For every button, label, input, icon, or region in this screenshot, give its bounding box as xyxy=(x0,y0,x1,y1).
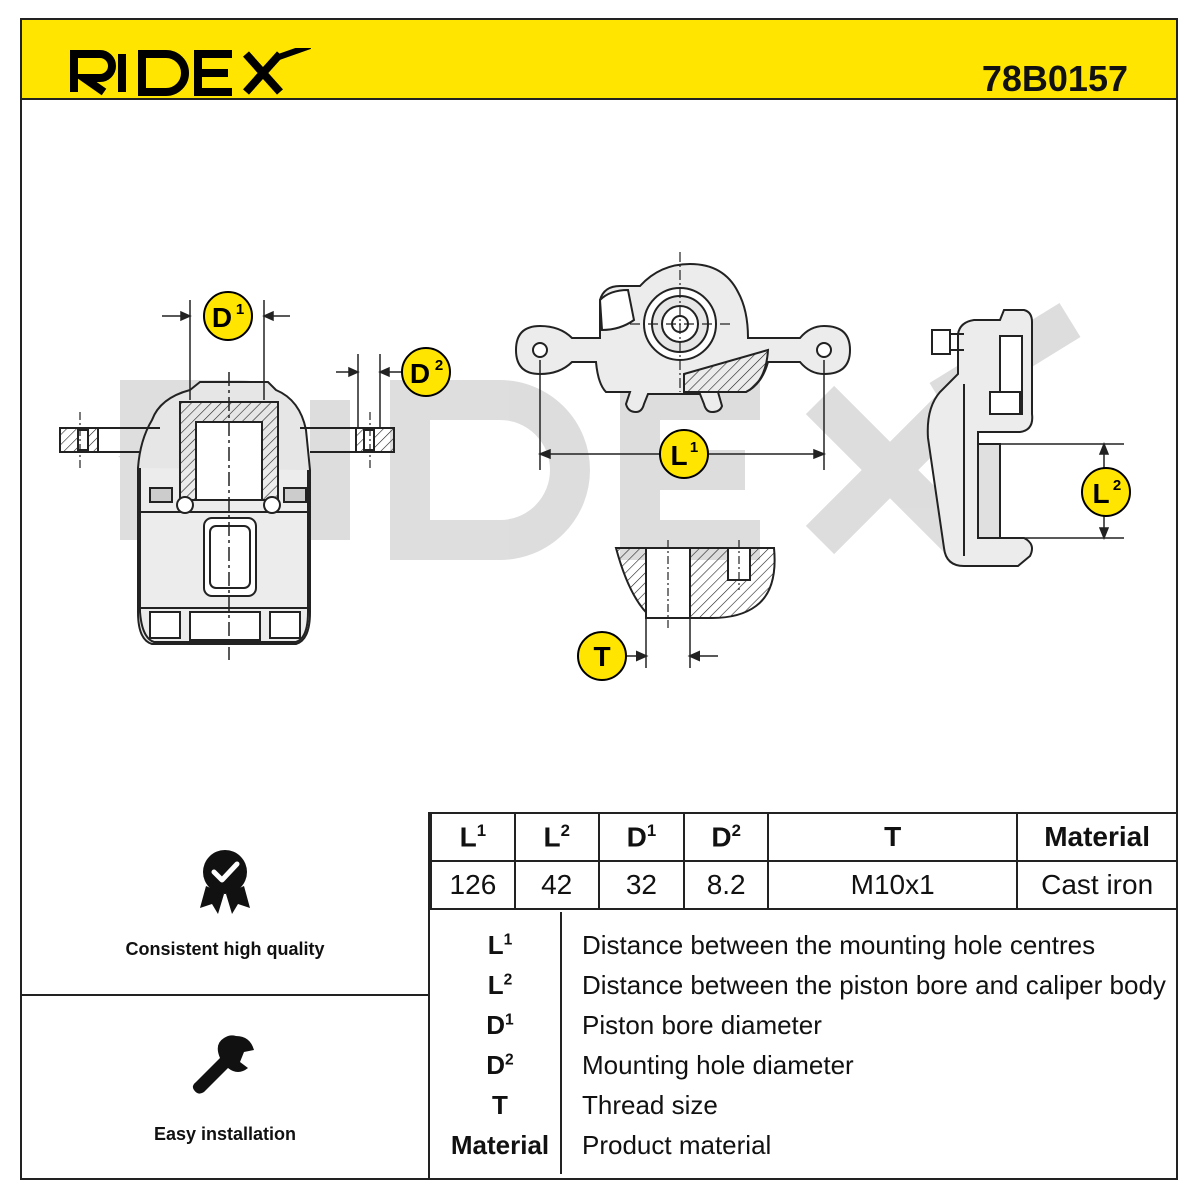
svg-text:1: 1 xyxy=(236,301,244,318)
legend-row: D1 Piston bore diameter xyxy=(430,1006,1178,1046)
legend-desc: Mounting hole diameter xyxy=(582,1050,854,1080)
svg-text:2: 2 xyxy=(1113,477,1121,494)
legend-key: D2 xyxy=(486,1050,514,1080)
svg-text:D: D xyxy=(212,302,232,333)
label-t: T xyxy=(577,631,627,681)
svg-text:2: 2 xyxy=(435,357,443,374)
spec-header-d2: D2 xyxy=(683,812,770,862)
spec-value-d1: 32 xyxy=(597,860,686,910)
spec-header-d1: D1 xyxy=(597,812,686,862)
legend-row: T Thread size xyxy=(430,1086,1178,1126)
spec-header-row: L1 L2 D1 D2 T Material xyxy=(430,812,1178,862)
header-bar: 78B0157 xyxy=(20,18,1178,100)
legend: L1 Distance between the mounting hole ce… xyxy=(430,912,1178,1180)
spec-value-material: Cast iron xyxy=(1016,860,1178,910)
legend-desc: Piston bore diameter xyxy=(582,1010,822,1040)
svg-text:D: D xyxy=(410,358,430,389)
wrench-icon xyxy=(192,1035,254,1094)
caliper-side-view xyxy=(926,309,1034,567)
d2-dimension xyxy=(336,354,404,428)
legend-row: D2 Mounting hole diameter xyxy=(430,1046,1178,1086)
legend-desc: Product material xyxy=(582,1130,772,1160)
spec-value-row: 126 42 32 8.2 M10x1 Cast iron xyxy=(430,860,1178,910)
legend-row: L2 Distance between the piston bore and … xyxy=(430,966,1178,1006)
spec-value-l2: 42 xyxy=(513,860,600,910)
caliper-front-section xyxy=(59,372,395,660)
spec-table: L1 L2 D1 D2 T Material 126 42 32 8.2 M10… xyxy=(430,812,1178,910)
label-d1: D 1 xyxy=(203,291,253,341)
spec-value-l1: 126 xyxy=(430,860,516,910)
legend-key: D1 xyxy=(486,1010,514,1040)
part-number: 78B0157 xyxy=(981,58,1128,99)
legend-key: T xyxy=(492,1090,508,1120)
label-l2: L 2 xyxy=(1081,467,1131,517)
ridex-logo xyxy=(70,48,311,96)
feature-quality: Consistent high quality xyxy=(20,812,430,996)
svg-text:1: 1 xyxy=(690,439,698,456)
caliper-top-view xyxy=(514,252,852,414)
quality-badge-icon xyxy=(200,850,250,914)
spec-value-d2: 8.2 xyxy=(683,860,770,910)
spec-header-t: T xyxy=(767,812,1019,862)
legend-divider xyxy=(560,912,562,1174)
label-d2: D 2 xyxy=(401,347,451,397)
legend-key: L2 xyxy=(487,970,513,1000)
feature-installation: Easy installation xyxy=(20,996,430,1180)
legend-row: Material Product material xyxy=(430,1126,1178,1166)
legend-row: L1 Distance between the mounting hole ce… xyxy=(430,926,1178,966)
spec-header-l2: L2 xyxy=(513,812,600,862)
spec-value-t: M10x1 xyxy=(767,860,1019,910)
spec-header-material: Material xyxy=(1016,812,1178,862)
l2-dimension xyxy=(1000,441,1124,541)
legend-desc: Distance between the mounting hole centr… xyxy=(582,930,1096,960)
svg-text:L: L xyxy=(1092,478,1109,509)
feature-quality-label: Consistent high quality xyxy=(125,939,325,959)
svg-text:L: L xyxy=(670,440,687,471)
label-l1: L 1 xyxy=(659,429,709,479)
legend-desc: Distance between the piston bore and cal… xyxy=(582,970,1166,1000)
spec-header-l1: L1 xyxy=(430,812,516,862)
d1-dimension xyxy=(162,300,290,400)
caliper-technical-drawing: D 1 D 2 L 1 L 2 T xyxy=(59,252,1131,681)
legend-key: L1 xyxy=(487,930,513,960)
legend-desc: Thread size xyxy=(582,1090,718,1120)
thread-section xyxy=(614,540,776,668)
svg-text:T: T xyxy=(593,641,610,672)
spec-section: Consistent high quality Easy installatio… xyxy=(20,812,1178,1180)
legend-key: Material xyxy=(450,1130,550,1160)
feature-installation-label: Easy installation xyxy=(153,1124,297,1144)
